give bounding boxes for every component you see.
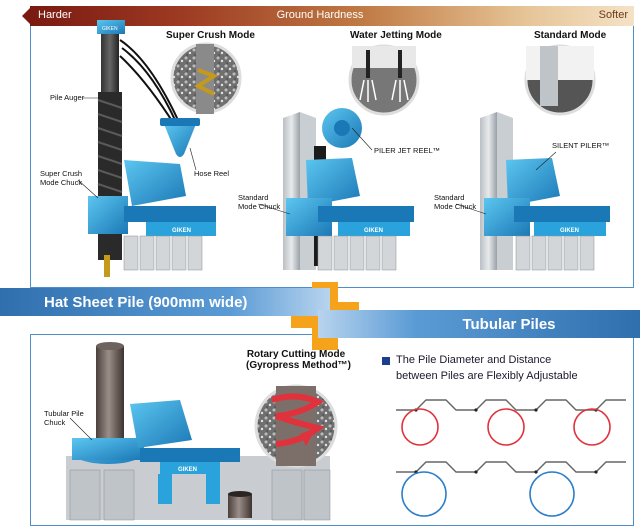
water-jetting-machine: GIKEN xyxy=(283,108,414,271)
tubular-chuck-line1: Tubular Pile xyxy=(44,409,84,418)
tubular-band: Tubular Piles xyxy=(318,310,640,338)
standard-chuck-b-line2: Mode Chuck xyxy=(434,201,477,211)
standard-machine: GIKEN xyxy=(480,112,610,271)
hat-sheet-band: Hat Sheet Pile (900mm wide) xyxy=(0,288,330,316)
rotary-cutting-line1: Rotary Cutting Mode xyxy=(246,349,346,360)
standard-chuck-a-line1: Standard xyxy=(238,193,269,202)
super-crush-chuck-callout: Super Crush Mode Chuck xyxy=(40,169,83,187)
note-line1: The Pile Diameter and Distance xyxy=(396,354,552,366)
rotary-cutting-title: Rotary Cutting Mode (Gyropress Method™) xyxy=(246,349,352,371)
hat-sheet-title: Hat Sheet Pile (900mm wide) xyxy=(44,293,248,311)
rotary-cutting-line2: (Gyropress Method™) xyxy=(246,360,352,371)
hardness-right-label: Softer xyxy=(598,9,628,21)
standard-chuck-b-line1: Standard xyxy=(434,193,465,202)
standard-chuck-a-callout: Standard Mode Chuck xyxy=(238,193,281,211)
machine-brand-2: GIKEN xyxy=(364,228,383,234)
rotary-cutting-inset xyxy=(254,384,338,468)
machine-brand-3: GIKEN xyxy=(560,228,579,234)
pile-profile-red xyxy=(396,399,626,446)
silent-piler-callout: SILENT PILER™ xyxy=(552,141,610,150)
tubular-title: Tubular Piles xyxy=(462,315,556,333)
pile-auger-callout: Pile Auger xyxy=(50,93,85,102)
standard-chuck-a-line2: Mode Chuck xyxy=(238,201,281,211)
pile-auger xyxy=(97,92,123,277)
tubular-chuck-callout: Tubular Pile Chuck xyxy=(44,409,84,427)
super-crush-title: Super Crush Mode xyxy=(166,30,255,41)
standard-mode-title: Standard Mode xyxy=(534,30,607,41)
hardness-arrow-icon xyxy=(22,6,32,26)
water-jetting-inset xyxy=(348,44,420,116)
bullet-square-icon xyxy=(382,357,390,365)
machine-brand-1: GIKEN xyxy=(172,228,191,234)
note-line2: between Piles are Flexibly Adjustable xyxy=(396,370,578,382)
hardness-left-label: Harder xyxy=(38,9,72,21)
mast-brand: GIKEN xyxy=(102,26,118,32)
hose-reel-callout: Hose Reel xyxy=(194,169,230,178)
water-jetting-title: Water Jetting Mode xyxy=(350,30,442,41)
pile-profile-blue xyxy=(396,461,626,517)
tubular-machine: GIKEN xyxy=(66,342,331,521)
standard-chuck-b-callout: Standard Mode Chuck xyxy=(434,193,477,211)
super-crush-chuck-line1: Super Crush xyxy=(40,169,83,178)
super-crush-chuck-line2: Mode Chuck xyxy=(40,177,83,187)
super-crush-machine: GIKEN GIKEN xyxy=(88,20,216,277)
hose-reel xyxy=(160,118,200,157)
tubular-chuck-line2: Chuck xyxy=(44,417,66,427)
super-crush-inset xyxy=(170,42,242,114)
standard-inset xyxy=(524,44,596,116)
hardness-bar xyxy=(30,6,634,26)
machine-brand-4: GIKEN xyxy=(178,467,197,473)
hardness-title: Ground Hardness xyxy=(276,9,364,21)
piler-jet-reel-callout: PILER JET REEL™ xyxy=(374,146,441,155)
